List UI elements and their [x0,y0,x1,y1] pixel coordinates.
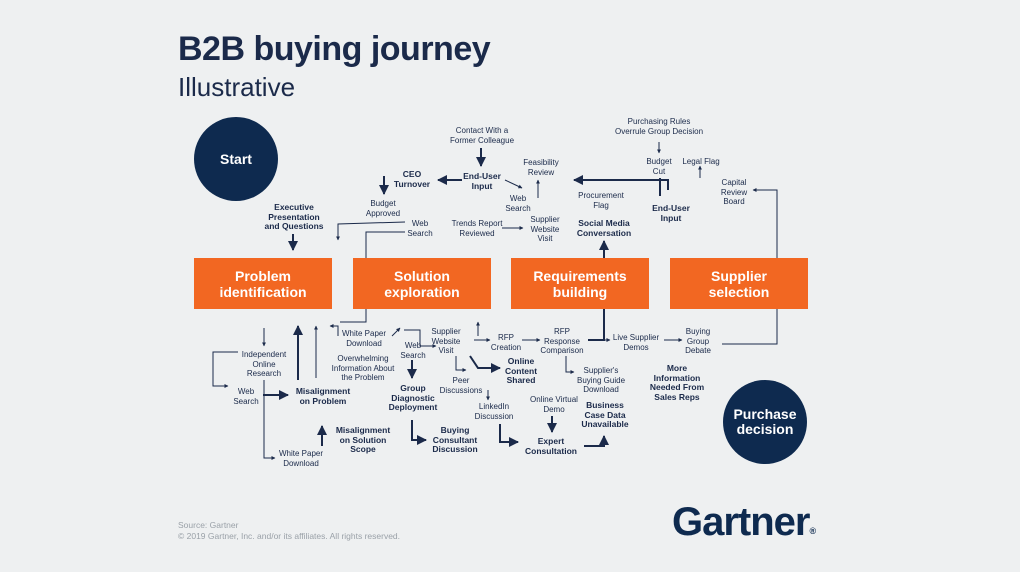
node-group-diagnostic: Group Diagnostic Deployment [388,383,438,412]
arrow-supplier-online-content [469,355,501,373]
node-business-case: Business Case Data Unavailable [581,400,629,429]
arrow-linkedin-expert [499,424,519,447]
node-legal-flag: Legal Flag [682,157,720,166]
diagram-title: B2B buying journey [178,30,491,68]
node-budget-cut: Budget Cut [646,157,672,176]
arrow-response-guide [565,356,575,374]
node-buying-guide: Supplier's Buying Guide Download [576,366,626,394]
line-solution-whitepaper [340,309,367,323]
arrow-response-demos [588,309,605,341]
line-independent-whitepaper [263,380,276,460]
line-buyinggroup-selection [722,309,778,345]
purchase-decision-label: Purchase decision [733,406,797,437]
node-supplier-website-top: Supplier Website Visit [530,215,560,243]
node-white-paper-mid: White Paper Download [341,329,387,348]
node-trends-report: Trends Report Reviewed [451,219,503,238]
node-online-virtual-demo: Online Virtual Demo [530,395,578,414]
node-web-search-left: Web Search [407,219,433,238]
node-buying-consultant: Buying Consultant Discussion [432,425,478,454]
arrow-whitepaper-problem [329,324,339,336]
node-expert-consultation: Expert Consultation [525,436,577,456]
arrow-supplier-peer [455,356,467,372]
stage-label: Supplier selection [708,267,770,300]
node-linkedin-discussion: LinkedIn Discussion [474,402,514,421]
node-end-user-input-2: End-User Input [652,203,690,223]
node-ceo-turnover: CEO Turnover [393,169,431,189]
stage-problem-identification: Problem identification [194,258,332,309]
line-websearch-supplier [404,329,437,348]
arrow-expert-business [584,435,609,447]
node-peer-discussions: Peer Discussions [439,376,483,395]
arrow-whitepaper-websearch [391,327,401,337]
node-capital-review: Capital Review Board [720,178,748,206]
node-overwhelming-info: Overwhelming Information About the Probl… [331,354,395,382]
gartner-logo: Gartner® [672,500,817,545]
start-circle: Start [194,117,278,201]
arrow-websearch-left [336,221,406,241]
arrow-selection-capital [752,188,778,258]
arrow-enduser-websearch [504,179,523,189]
node-supplier-website-mid: Supplier Website Visit [431,327,461,355]
footer-source: Source: Gartner [178,520,239,530]
diagram-subtitle: Illustrative [178,72,296,102]
stage-label: Requirements building [533,267,627,300]
purchase-decision-circle: Purchase decision [723,380,807,464]
node-live-supplier-demos: Live Supplier Demos [612,333,660,352]
node-web-search-bottom-left: Web Search [233,387,259,406]
registered-mark: ® [809,526,817,536]
node-white-paper-bottom-left: White Paper Download [278,449,324,468]
node-rfp-response: RFP Response Comparison [540,327,584,355]
node-end-user-input-1: End-User Input [463,171,501,191]
stage-requirements-building: Requirements building [511,258,649,309]
node-misalignment-solution: Misalignment on Solution Scope [335,425,391,454]
node-contact-colleague: Contact With a Former Colleague [449,126,515,145]
node-feasibility-review: Feasibility Review [523,158,559,177]
node-social-media: Social Media Conversation [576,218,632,238]
stage-label: Problem identification [219,267,307,300]
arrow-enduser2-procurement [573,175,669,190]
stage-supplier-selection: Supplier selection [670,258,808,309]
node-procurement-flag: Procurement Flag [578,191,624,210]
node-executive-presentation: Executive Presentation and Questions [264,202,324,231]
start-label: Start [220,151,252,167]
line-solution-up [365,231,405,258]
node-independent-research: Independent Online Research [241,350,287,378]
node-more-information: More Information Needed From Sales Reps [649,363,705,402]
node-web-search-top: Web Search [505,194,531,213]
arrow-independent-websearch [212,351,238,388]
logo-text: Gartner [672,500,810,544]
node-web-search-mid: Web Search [400,341,426,360]
stage-label: Solution exploration [384,267,460,300]
node-rfp-creation: RFP Creation [490,333,522,352]
arrow-groupdiag-consultant [411,420,427,445]
node-misalignment-problem: Misalignment on Problem [295,386,351,406]
node-budget-approved: Budget Approved [365,199,401,218]
stage-solution-exploration: Solution exploration [353,258,491,309]
node-buying-group-debate: Buying Group Debate [685,327,711,355]
footer-copyright: © 2019 Gartner, Inc. and/or its affiliat… [178,531,401,541]
node-online-content-shared: Online Content Shared [504,356,538,385]
node-purchasing-rules: Purchasing Rules Overrule Group Decision [614,117,704,136]
